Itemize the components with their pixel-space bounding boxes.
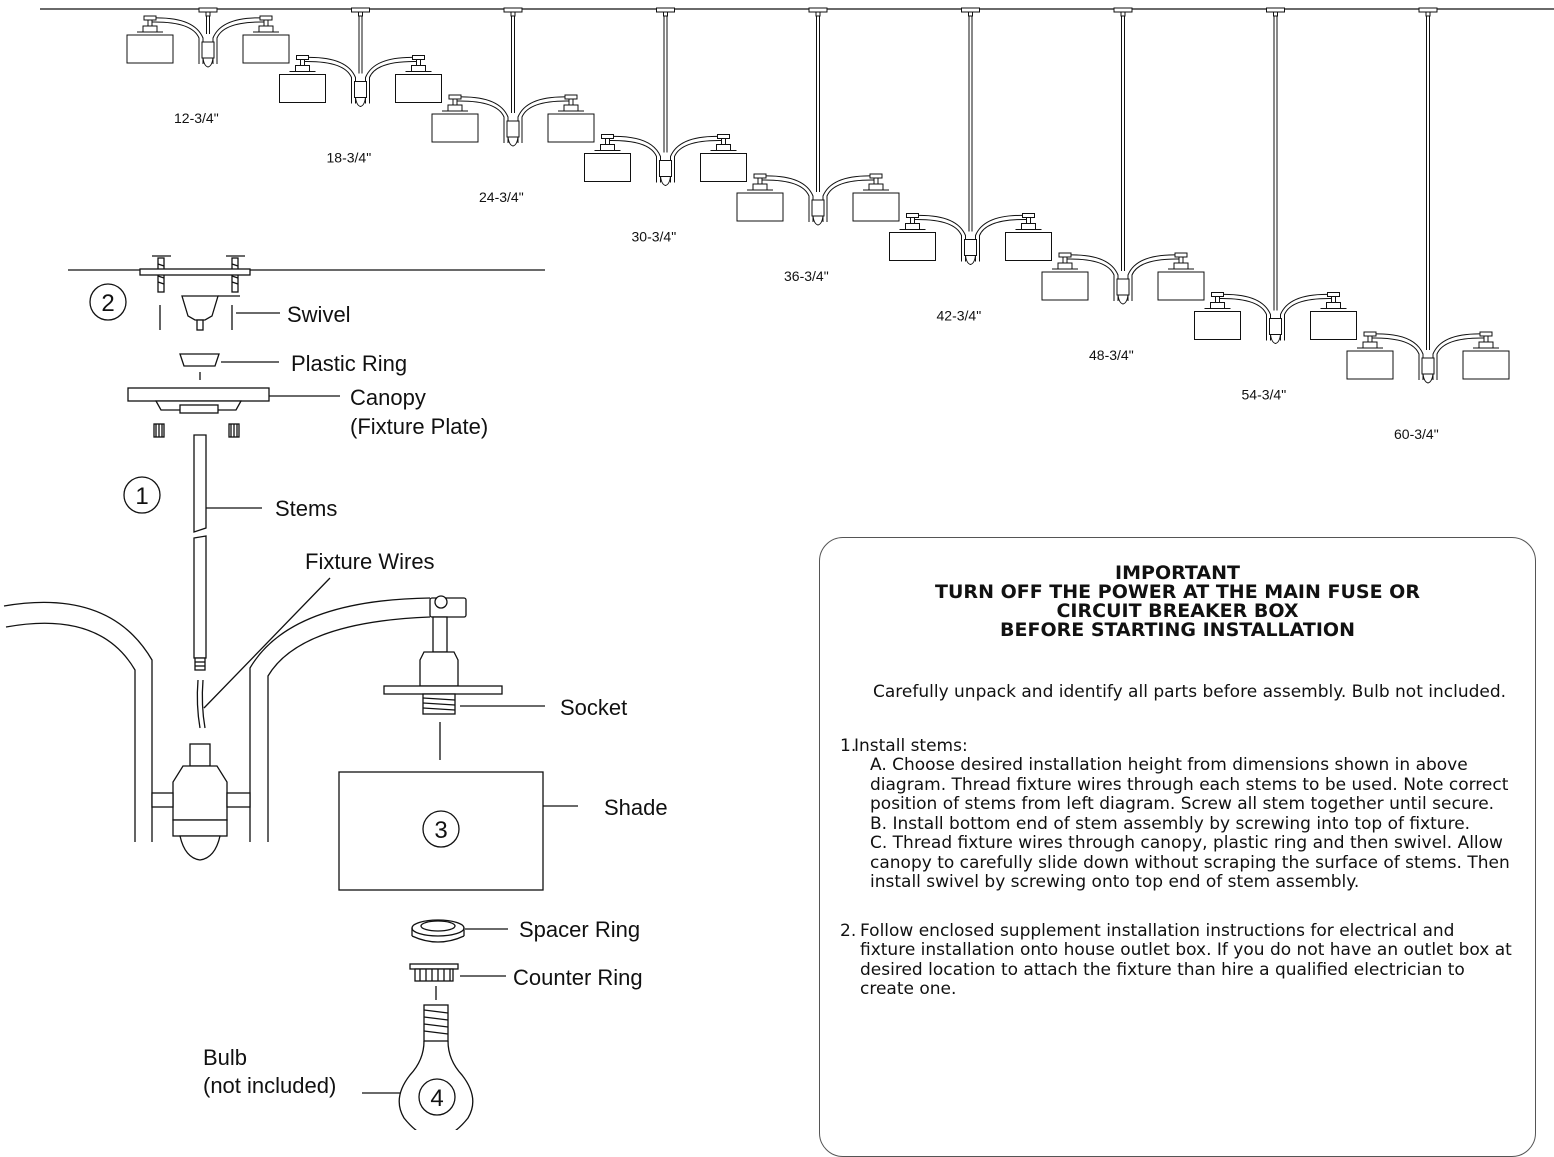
spacer-ring-part (411, 919, 465, 943)
step-1b: B. Install bottom end of stem assembly b… (870, 813, 1471, 834)
step-2-number: 2 (101, 290, 114, 317)
height-option-fixture (584, 7, 747, 187)
fixture-arms (3, 597, 431, 842)
swivel-part (181, 295, 219, 321)
height-option-fixture (1346, 7, 1510, 384)
height-option-fixture (279, 7, 442, 108)
height-option-fixture (431, 7, 595, 147)
warning-line: TURN OFF THE POWER AT THE MAIN FUSE OR (935, 581, 1420, 603)
counter-ring-label: Counter Ring (513, 965, 643, 990)
step-1-number: 1 (135, 483, 148, 510)
step-4-number: 4 (430, 1085, 443, 1112)
warning-heading: IMPORTANT TURN OFF THE POWER AT THE MAIN… (820, 564, 1535, 640)
height-label: 48-3/4" (1089, 347, 1134, 363)
height-label: 42-3/4" (937, 308, 982, 324)
bulb-label: Bulb (203, 1045, 247, 1070)
step-2-text: Follow enclosed supplement installation … (860, 920, 1512, 999)
step-1c: C. Thread fixture wires through canopy, … (870, 833, 1510, 892)
height-option-fixture (1041, 7, 1205, 305)
stem-lower (193, 535, 207, 659)
height-option-fixture (889, 7, 1052, 266)
shade-label: Shade (604, 795, 668, 820)
warning-line: IMPORTANT (1115, 562, 1240, 584)
fixture-wires (196, 679, 206, 729)
stems-label: Stems (275, 496, 337, 521)
important-notice-box: IMPORTANT TURN OFF THE POWER AT THE MAIN… (819, 537, 1536, 1157)
step-number: 1. (840, 735, 857, 756)
plastic-ring-part (179, 353, 220, 367)
height-label: 18-3/4" (327, 150, 372, 166)
canopy-label: Canopy (350, 385, 426, 410)
height-option-fixture (1194, 7, 1357, 345)
socket-part (383, 616, 503, 715)
intro-text: Carefully unpack and identify all parts … (873, 682, 1507, 702)
shade-part (338, 771, 544, 891)
step-1-circle (123, 476, 161, 514)
height-label: 36-3/4" (784, 268, 829, 284)
height-options: 12-3/4" 18-3/4" 24-3/4" 30-3/4" 36-3/4" 42-3/… (126, 7, 1510, 442)
stem-upper (193, 434, 207, 533)
mounting-plate (139, 268, 251, 276)
assembly-diagram: 12-3/4" 18-3/4" 24-3/4" 30-3/4" 36-3/4" 42-3/… (3, 7, 1554, 1130)
canopy-knob (228, 423, 240, 438)
instruction-step-2: 2. Follow enclosed supplement installati… (840, 920, 1513, 1000)
step-4-circle (418, 1078, 456, 1116)
socket-label: Socket (560, 695, 627, 720)
fixture-wires-label: Fixture Wires (305, 549, 435, 574)
height-label: 30-3/4" (632, 229, 677, 245)
spacer-ring-label: Spacer Ring (519, 917, 640, 942)
instruction-step-1: 1. Install stems: A. Choose desired inst… (840, 735, 1513, 893)
warning-line: CIRCUIT BREAKER BOX (1056, 600, 1299, 622)
bulb-part (398, 1004, 474, 1130)
counter-ring-part (409, 963, 459, 982)
height-label: 24-3/4" (479, 189, 524, 205)
instructions: Carefully unpack and identify all parts … (840, 682, 1513, 1029)
step-3-number: 3 (434, 817, 447, 844)
warning-line: BEFORE STARTING INSTALLATION (1000, 619, 1355, 641)
fixture-body (151, 743, 251, 861)
step-1a: A. Choose desired installation height fr… (870, 755, 1509, 814)
height-label: 12-3/4" (174, 110, 219, 126)
step-title: Install stems: (854, 735, 968, 756)
step-number: 2. (840, 920, 857, 941)
canopy-knob (153, 423, 165, 438)
height-option-fixture (736, 7, 900, 226)
height-option-fixture (126, 7, 290, 68)
plastic-ring-label: Plastic Ring (291, 351, 407, 376)
canopy-part (127, 387, 270, 402)
height-label: 60-3/4" (1394, 426, 1439, 442)
bulb-sub-label: (not included) (203, 1073, 336, 1098)
step-3-circle (422, 810, 460, 848)
height-label: 54-3/4" (1242, 387, 1287, 403)
step-2-circle (89, 283, 127, 321)
swivel-label: Swivel (287, 302, 351, 327)
canopy-sub-label: (Fixture Plate) (350, 414, 488, 439)
